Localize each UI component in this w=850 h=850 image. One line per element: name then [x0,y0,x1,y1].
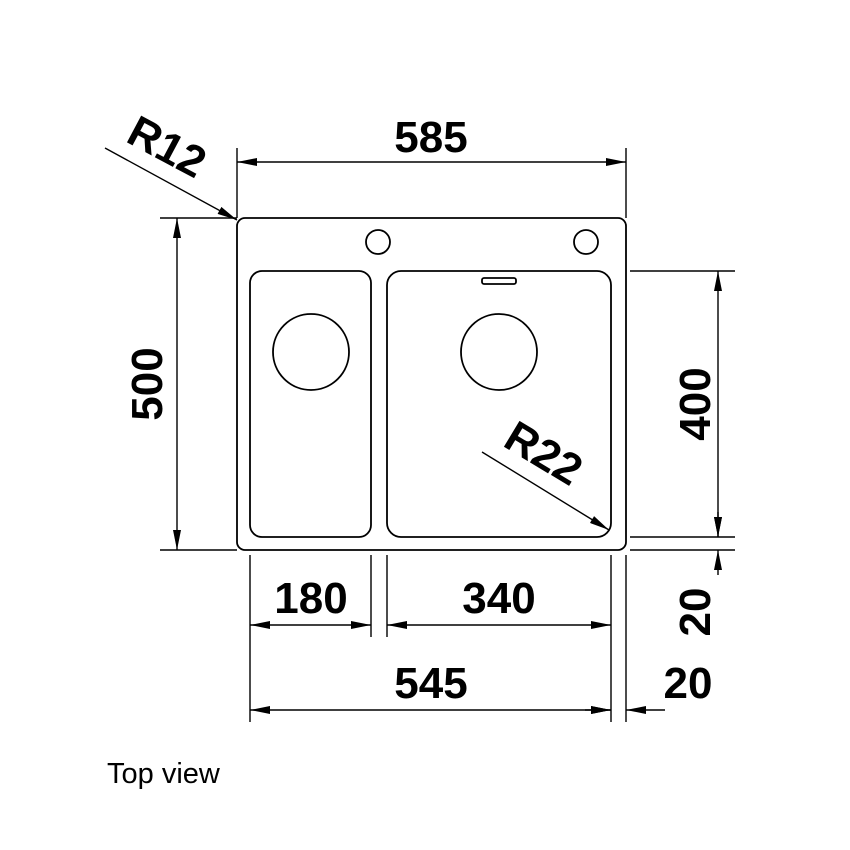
small-bowl [249,270,372,538]
label-20-horizontal: 20 [664,659,713,708]
label-340: 340 [462,574,535,623]
leader-r12 [104,147,238,221]
label-20-vertical: 20 [671,588,720,637]
label-180: 180 [274,574,347,623]
tap-hole-left [365,229,391,255]
label-r22: R22 [496,412,590,496]
view-caption: Top view [107,758,220,790]
label-400: 400 [671,367,720,440]
label-500: 500 [123,347,172,420]
large-bowl [386,270,612,538]
label-585: 585 [394,113,467,162]
drain-small-bowl [272,313,350,391]
drain-large-bowl [460,313,538,391]
sink-outline [236,217,627,551]
label-545: 545 [394,659,467,708]
leader-r22 [481,451,610,531]
label-r12: R12 [120,107,214,188]
overflow-slot [481,277,517,285]
tap-hole-right [573,229,599,255]
